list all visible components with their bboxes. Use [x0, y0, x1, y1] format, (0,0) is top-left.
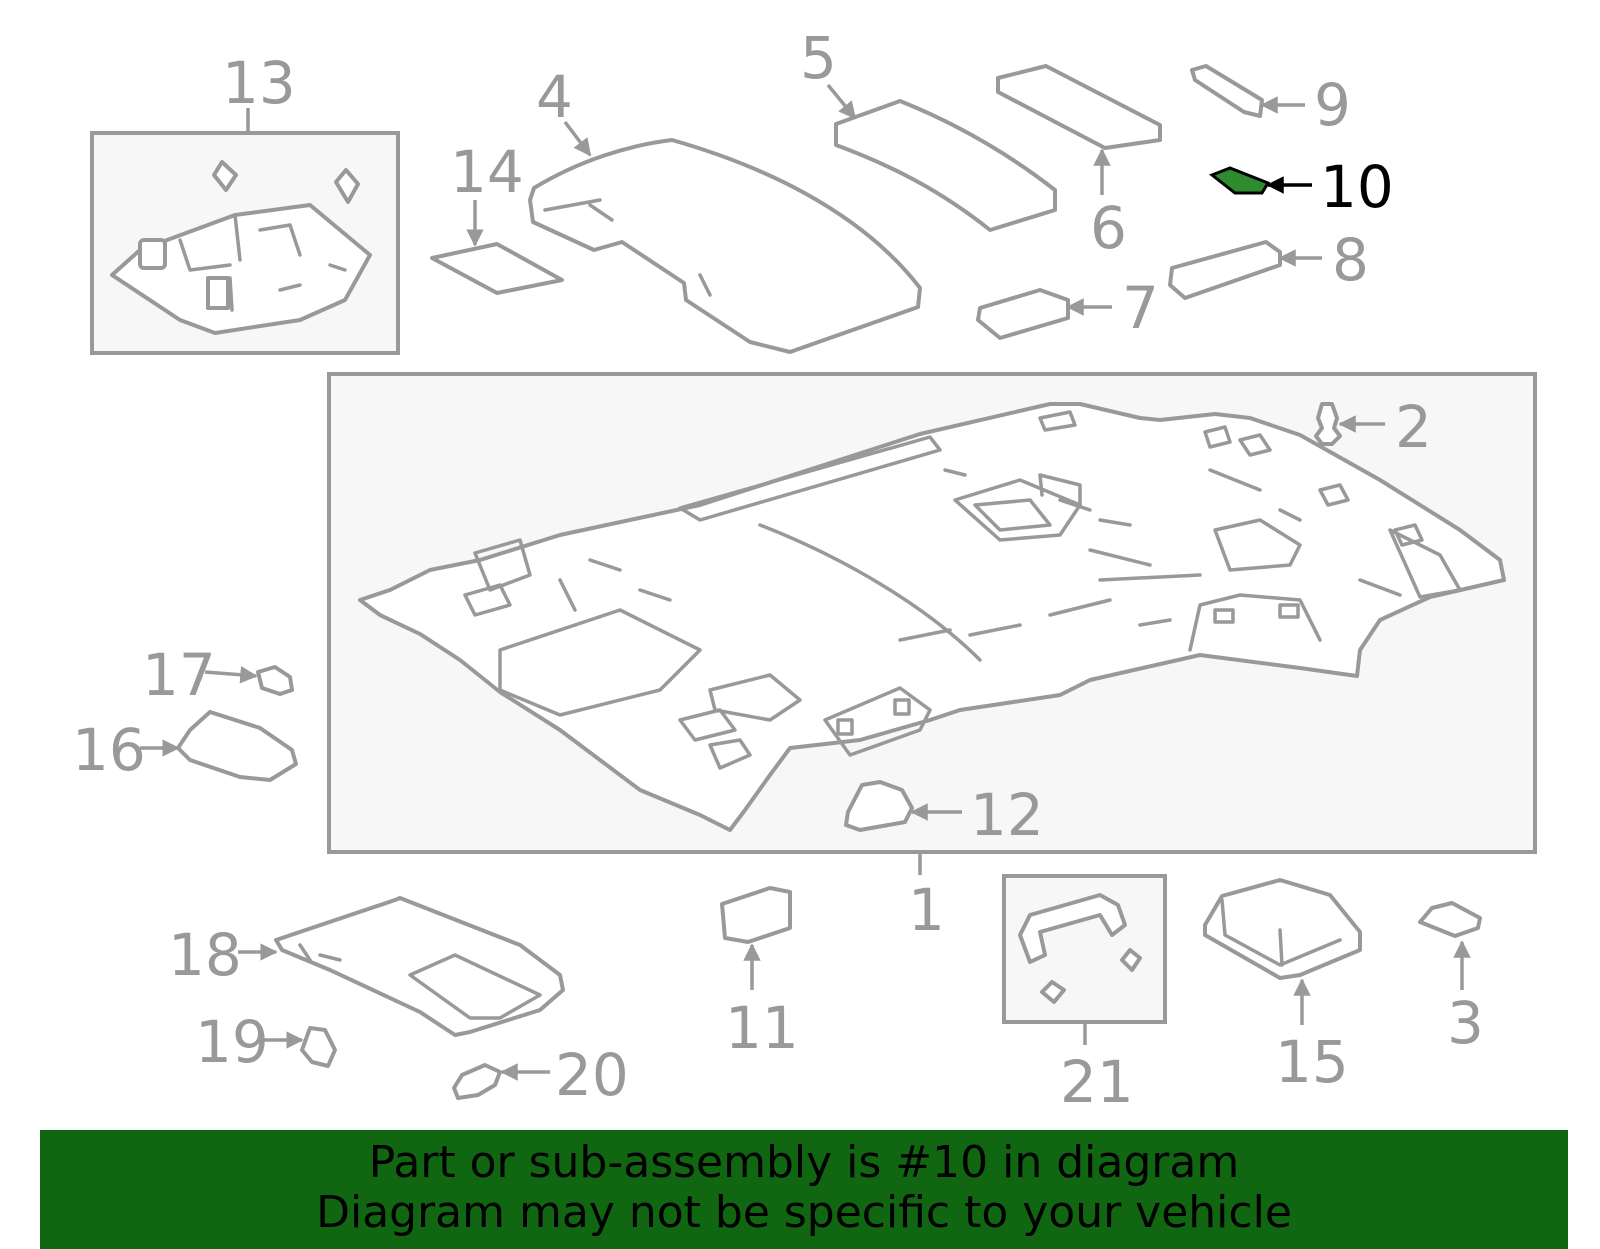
part-13-map-lamp[interactable]	[110, 160, 372, 335]
callout-3: 3	[1447, 989, 1484, 1057]
part-9-clip[interactable]	[1190, 64, 1264, 118]
part-18-sun-visor[interactable]	[274, 896, 565, 1037]
part-15-console-lamp[interactable]	[1203, 878, 1362, 980]
callout-19: 19	[195, 1008, 269, 1076]
callout-11: 11	[725, 994, 799, 1062]
part-1-headliner[interactable]	[358, 402, 1506, 832]
part-21-grab-handle[interactable]	[1018, 893, 1142, 1004]
part-20-holder[interactable]	[452, 1063, 502, 1100]
callout-10: 10	[1320, 153, 1394, 221]
callout-2: 2	[1395, 393, 1432, 461]
callout-14: 14	[450, 138, 524, 206]
part-10-highlighted-pad[interactable]	[1209, 166, 1271, 195]
part-6-pad[interactable]	[996, 64, 1162, 150]
callout-6: 6	[1090, 194, 1127, 262]
banner-line-2: Diagram may not be specific to your vehi…	[316, 1187, 1292, 1238]
part-14-pad[interactable]	[430, 242, 564, 295]
part-16-lamp[interactable]	[176, 710, 298, 782]
part-11-cover[interactable]	[720, 886, 792, 944]
part-19-clip[interactable]	[300, 1026, 337, 1068]
part-4-panel[interactable]	[528, 138, 922, 354]
parts-diagram: 13 4 14 5 6 9 10 8 7 2 12 1 17 16 18 19 …	[72, 24, 1537, 1116]
callout-13: 13	[222, 49, 296, 117]
callout-21: 21	[1060, 1048, 1134, 1116]
callout-17: 17	[142, 641, 216, 709]
callout-20: 20	[555, 1041, 629, 1109]
callout-1: 1	[908, 876, 945, 944]
callout-8: 8	[1332, 226, 1369, 294]
part-2-clip[interactable]	[1314, 402, 1342, 446]
callout-18: 18	[168, 921, 242, 989]
banner-line-1: Part or sub-assembly is #10 in diagram	[368, 1137, 1240, 1188]
callout-15: 15	[1275, 1028, 1349, 1096]
info-banner: Part or sub-assembly is #10 in diagram D…	[40, 1130, 1568, 1249]
part-7-bracket[interactable]	[976, 288, 1070, 340]
callout-5: 5	[800, 24, 837, 92]
callout-7: 7	[1122, 274, 1159, 342]
callout-12: 12	[970, 781, 1044, 849]
part-3-clip[interactable]	[1418, 901, 1482, 938]
callout-9: 9	[1314, 71, 1351, 139]
part-17-plug[interactable]	[256, 665, 294, 696]
part-5-pad[interactable]	[834, 99, 1057, 232]
callout-16: 16	[72, 716, 146, 784]
callout-4: 4	[536, 63, 573, 131]
part-8-bracket[interactable]	[1168, 240, 1282, 300]
